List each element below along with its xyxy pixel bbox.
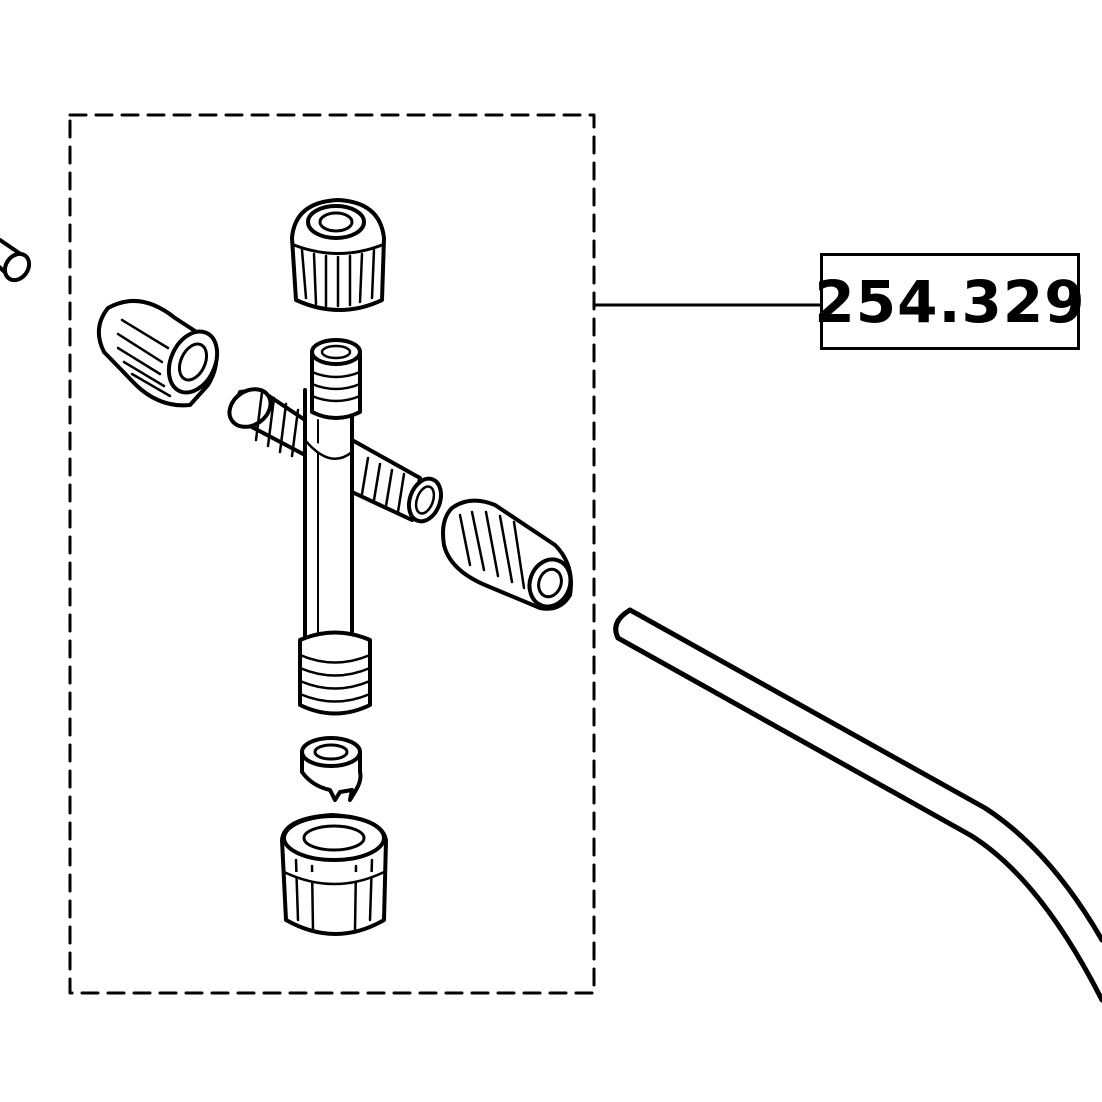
cross-fitting [227,338,443,716]
tube-right [613,607,1102,1003]
left-cap-nut [96,299,220,408]
bottom-cap-nut [280,813,388,936]
ferrule-insert [300,736,363,802]
right-cap-nut [441,498,573,611]
tube-stub-left [0,238,32,283]
assembly-group-box [68,113,596,995]
part-number-label: 254.329 [814,253,1085,350]
top-cap-nut [290,198,386,312]
